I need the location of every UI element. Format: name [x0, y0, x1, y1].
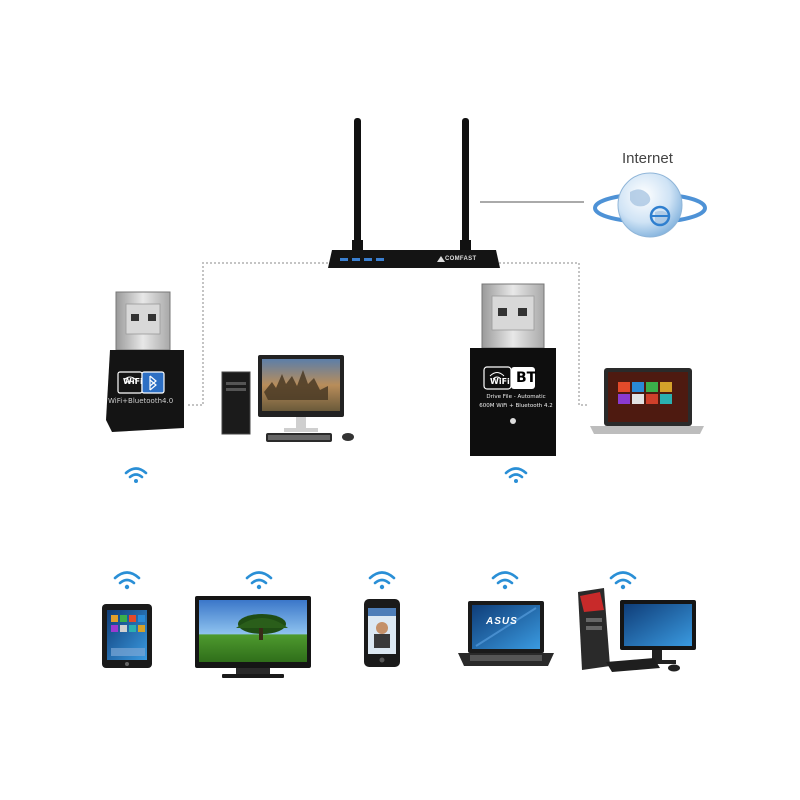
router-body — [328, 250, 500, 268]
dongle-right-wifi-label: WiFi — [490, 377, 510, 386]
globe-icon — [617, 172, 683, 238]
smartphone — [364, 599, 400, 667]
dongle-right-body — [470, 348, 556, 456]
router — [328, 118, 500, 268]
wifi-signal-right-dongle — [504, 467, 528, 483]
dongle-left-wifi-label: WiFi — [123, 377, 143, 386]
bluetooth-icon — [149, 375, 157, 391]
router-to-laptop-line — [499, 262, 588, 406]
desktop-pc — [221, 355, 354, 442]
router-to-left-dongle-line — [188, 262, 332, 406]
connector-lines — [188, 201, 588, 406]
dongle-left-caption: WiFi+Bluetooth4.0 — [108, 397, 174, 405]
router-brand-label: COMFAST — [445, 256, 477, 262]
dongle-right-bt-label: BT — [516, 370, 537, 386]
internet-globe — [593, 172, 707, 238]
dongle-right-line2: 600M WiFi + Bluetooth 4.2 — [479, 403, 553, 409]
mouse — [342, 433, 354, 441]
internet-label: Internet — [622, 150, 673, 167]
pc-tower — [221, 371, 251, 435]
wifi-signal-icon — [113, 571, 637, 590]
tablet — [102, 604, 152, 668]
usb-dongle-left — [106, 291, 184, 432]
laptop-logo: ASUS — [486, 616, 518, 627]
router-antenna-left — [354, 118, 361, 246]
desktop-pc-bottom — [578, 588, 696, 672]
television — [195, 596, 311, 678]
laptop-top — [590, 368, 704, 434]
usb-dongle-right — [470, 283, 556, 456]
dongle-right-line1: Drive File - Automatic — [486, 394, 546, 400]
router-antenna-right — [462, 118, 469, 246]
laptop-bottom — [458, 601, 554, 666]
wifi-signal-left-dongle — [124, 467, 148, 483]
